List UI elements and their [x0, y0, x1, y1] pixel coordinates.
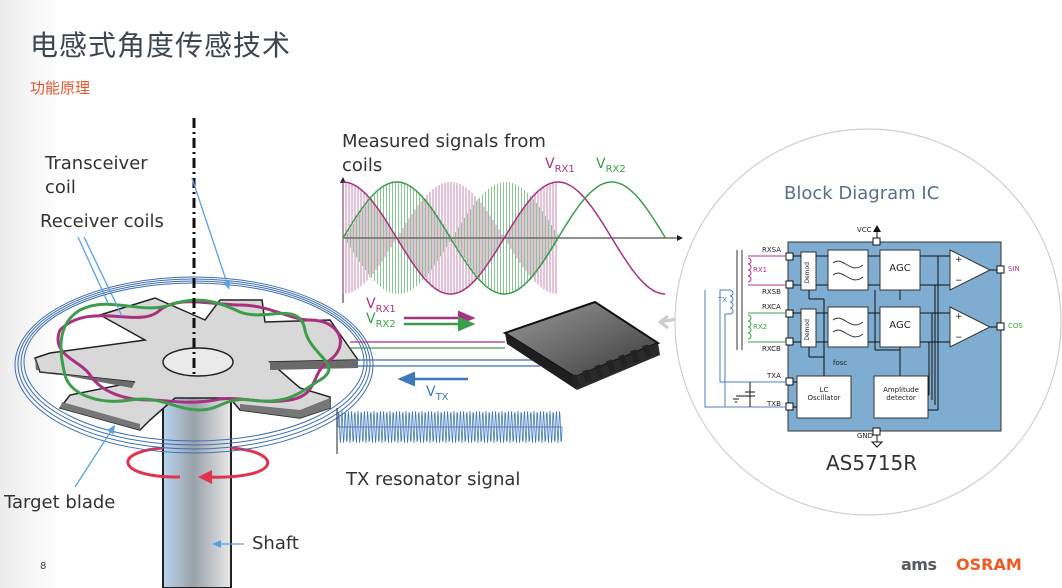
pin-txb: TXB	[767, 400, 781, 408]
amplitude-detector-block: Amplitude detector	[874, 386, 928, 402]
coil-to-chip-wires	[350, 341, 540, 367]
target-blade	[34, 297, 360, 431]
measured-signals-plot	[340, 177, 683, 303]
rx2-envelope	[342, 181, 666, 295]
pin-txa: TXA	[767, 372, 781, 380]
pin-rxsa: RXSA	[762, 246, 782, 254]
comparator-minus-1: −	[955, 276, 963, 286]
block-diagram-title: Block Diagram IC	[784, 183, 940, 204]
fosc-label: fosc	[833, 359, 848, 367]
vrx1-arrow-label-v: V	[366, 296, 376, 312]
tx-wave	[337, 410, 563, 444]
zoom-pointer-arrow-icon	[657, 314, 683, 330]
amplitude-detector-line2: detector	[886, 394, 916, 402]
vtx-label-sub: TX	[435, 391, 449, 403]
vrx2-legend: VRX2	[596, 156, 626, 175]
amplitude-detector-line1: Amplitude	[883, 386, 919, 394]
transceiver-coil-label-line1: Transceiver	[45, 153, 148, 174]
target-blade-label: Target blade	[4, 492, 116, 513]
demod-block-2: Demod	[804, 319, 811, 341]
pin-rxcb: RXCB	[762, 345, 781, 353]
ams-logo: ams	[901, 555, 937, 574]
slide-subtitle: 功能原理	[30, 79, 91, 97]
transceiver-coil-label-line2: coil	[45, 177, 76, 198]
comparator-minus-2: −	[955, 333, 963, 343]
leader-lines	[74, 177, 244, 548]
vrx1-legend-v: V	[545, 156, 555, 172]
vtx-label: VTX	[426, 384, 449, 403]
slide-left-shade	[0, 0, 60, 588]
comparator-plus-2: +	[955, 312, 963, 322]
ic-chip-image	[502, 300, 661, 390]
pin-cos: COS	[1008, 322, 1023, 330]
measured-signals-title-line1: Measured signals from	[342, 131, 546, 152]
vrx1-arrow-label: VRX1	[366, 296, 396, 315]
vrx2-legend-sub: RX2	[605, 163, 626, 175]
vrx2-legend-v: V	[596, 156, 606, 172]
vrx1-arrow-label-sub: RX1	[375, 303, 396, 315]
coil-rx2-label: RX2	[753, 323, 768, 331]
page-number: 8	[40, 561, 47, 572]
vrx2-arrow-label: VRX2	[366, 311, 396, 330]
agc-block-2: AGC	[889, 320, 911, 331]
osram-logo: OSRAM	[956, 555, 1022, 574]
block-diagram	[704, 225, 1005, 448]
tx-resonator-signal-label: TX resonator signal	[346, 469, 521, 490]
lc-oscillator-line1: LC	[819, 386, 829, 394]
vrx1-legend: VRX1	[545, 156, 575, 175]
vtx-label-v: V	[426, 384, 436, 400]
pin-sin: SIN	[1008, 265, 1020, 273]
tx-resonator-plot	[336, 408, 563, 454]
lc-oscillator-block: LC Oscillator	[797, 386, 851, 402]
vrx2-arrow-label-sub: RX2	[375, 318, 396, 330]
shaft-label: Shaft	[252, 533, 299, 554]
comparator-plus-1: +	[955, 255, 963, 265]
vrx2-arrow-label-v: V	[366, 311, 376, 327]
rx2-carrier-signal	[347, 182, 558, 294]
demod-block-1: Demod	[804, 262, 811, 284]
pin-rxsb: RXSB	[762, 288, 781, 296]
coil-tx-label: TX	[718, 296, 728, 304]
lc-oscillator-line2: Oscillator	[807, 394, 841, 402]
shaft	[162, 394, 232, 588]
coil-rx1-label: RX1	[753, 266, 768, 274]
measured-signals-title-line2: coils	[342, 155, 383, 176]
ic-part-number: AS5715R	[826, 451, 918, 475]
slide-title: 电感式角度传感技术	[30, 29, 292, 62]
pin-gnd: GND	[857, 432, 874, 440]
pin-rxca: RXCA	[762, 303, 781, 311]
vrx1-legend-sub: RX1	[554, 163, 575, 175]
rx1-envelope	[342, 181, 666, 295]
transceiver-coil-label: Transceiver coil	[45, 152, 148, 200]
agc-block-1: AGC	[889, 263, 911, 274]
measured-signals-title: Measured signals from coils	[342, 130, 546, 178]
receiver-coils-label: Receiver coils	[40, 211, 164, 232]
rx1-carrier-signal	[342, 182, 557, 294]
pin-vcc: VCC	[857, 226, 872, 234]
